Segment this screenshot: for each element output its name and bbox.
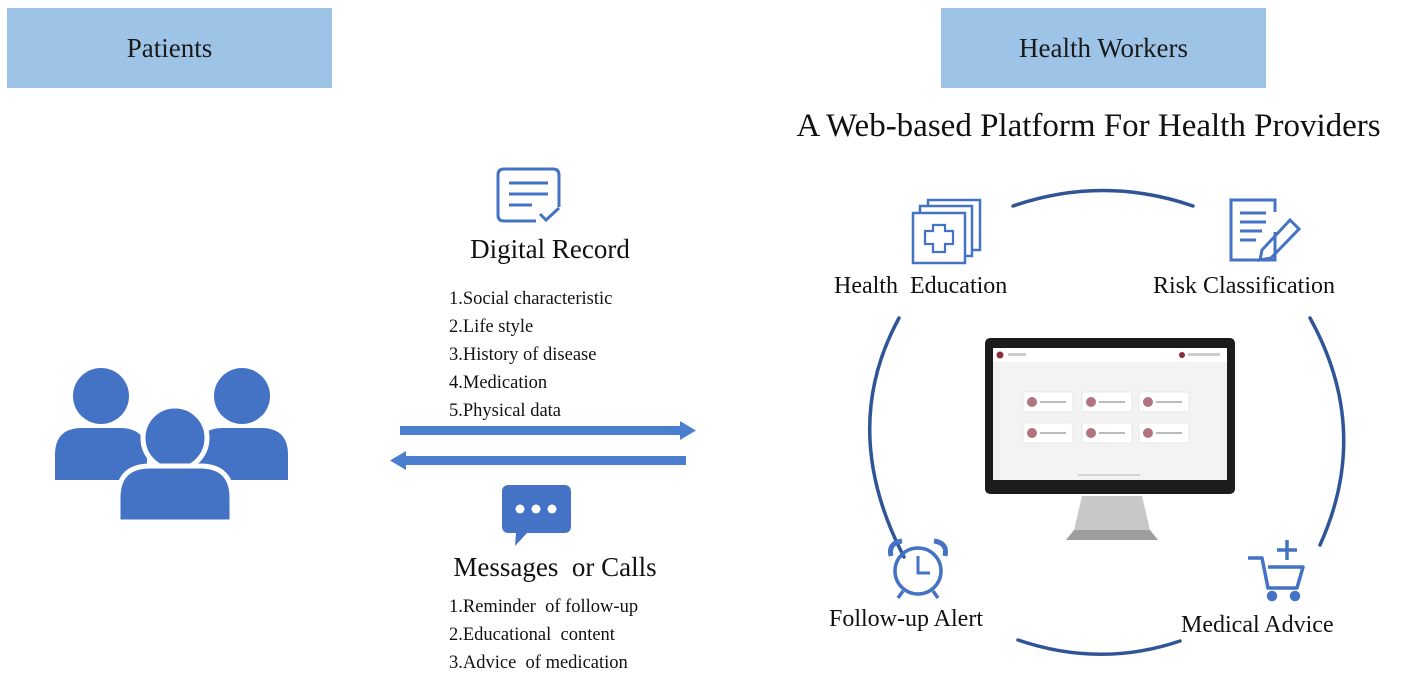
follow-up-alert-label: Follow-up Alert <box>829 606 983 632</box>
arrow-to-workers <box>400 421 696 440</box>
platform-cycle-ring <box>867 188 1346 656</box>
medical-cross-book-icon <box>911 198 982 265</box>
chat-bubble-icon <box>502 485 571 546</box>
form-pencil-icon <box>1229 198 1302 262</box>
desktop-monitor-icon <box>985 338 1235 540</box>
list-item: 4.Medication <box>449 373 548 393</box>
cart-plus-icon <box>1248 540 1305 602</box>
risk-classification-label: Risk Classification <box>1153 273 1335 299</box>
medical-advice-label: Medical Advice <box>1181 612 1334 638</box>
list-item: 1.Reminder of follow-up <box>449 597 639 617</box>
list-item: 1.Social characteristic <box>449 289 613 309</box>
document-check-icon <box>496 167 561 223</box>
list-item: 5.Physical data <box>449 401 562 421</box>
messages-list: 1.Reminder of follow-up 2.Educational co… <box>449 593 638 677</box>
platform-title: A Web-based Platform For Health Provider… <box>796 108 1381 144</box>
patients-header: Patients <box>7 8 332 88</box>
digital-record-list: 1.Social characteristic 2.Life style 3.H… <box>449 285 612 425</box>
people-group-icon <box>55 368 288 525</box>
health-education-label: Health Education <box>834 273 1008 299</box>
health-workers-header: Health Workers <box>941 8 1266 88</box>
digital-record-title: Digital Record <box>470 234 630 264</box>
list-item: 3.Advice of medication <box>449 653 628 673</box>
alarm-clock-icon <box>888 538 948 600</box>
list-item: 2.Educational content <box>449 625 615 645</box>
arrow-to-patients <box>390 451 686 470</box>
messages-title: Messages or Calls <box>453 552 657 582</box>
health-workers-label: Health Workers <box>1018 32 1189 63</box>
list-item: 3.History of disease <box>449 345 597 365</box>
patients-label: Patients <box>126 32 213 63</box>
list-item: 2.Life style <box>449 317 534 337</box>
